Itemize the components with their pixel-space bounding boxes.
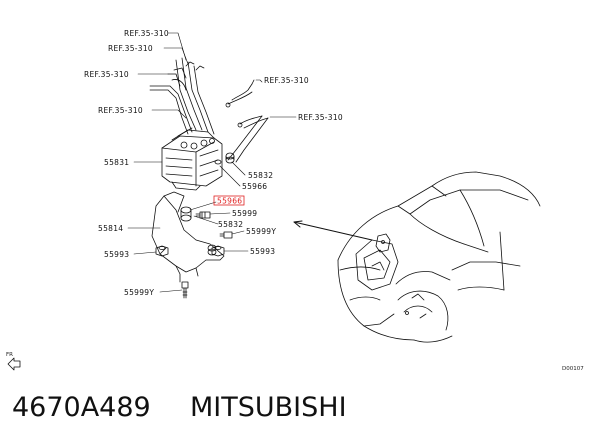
location-arrow: [293, 220, 373, 241]
leader-lines: [127, 32, 297, 293]
nut-55993-right: [211, 245, 225, 257]
grommet-upper: [214, 152, 235, 165]
callout-55966-upper: 55966: [242, 182, 267, 191]
callout-55832-upper: 55832: [248, 171, 273, 180]
highlight-box: [213, 195, 245, 206]
hydraulic-unit: [161, 127, 223, 191]
front-arrow-icon: [7, 357, 21, 371]
brake-tube-bundle: [149, 57, 215, 135]
callout-ref-6: REF.35-310: [298, 113, 343, 122]
callout-ref-3: REF.35-310: [84, 70, 129, 79]
callout-55831: 55831: [104, 158, 129, 167]
callout-55999: 55999: [232, 209, 257, 218]
diagram-code: D00107: [562, 366, 584, 372]
brand-name: MITSUBISHI: [190, 392, 347, 423]
callout-ref-1: REF.35-310: [124, 29, 169, 38]
nut-55993-left: [155, 245, 169, 257]
callout-ref-2: REF.35-310: [108, 44, 153, 53]
callout-55993-left: 55993: [104, 250, 129, 259]
callout-55999Y-right: 55999Y: [246, 227, 276, 236]
callout-ref-4: REF.35-310: [98, 106, 143, 115]
callout-55993-right: 55993: [250, 247, 275, 256]
front-marker-label: FR: [6, 352, 13, 358]
caption: 4670A489 MITSUBISHI: [0, 386, 600, 436]
callout-55966-highlighted: 55966: [217, 197, 242, 206]
parts-diagram: REF.35-310 REF.35-310 REF.35-310 REF.35-…: [6, 29, 584, 372]
callout-55814: 55814: [98, 224, 123, 233]
callout-ref-5: REF.35-310: [264, 76, 309, 85]
bolt-55999Y-bottom: [181, 281, 189, 299]
brake-tube-right: [225, 79, 269, 163]
bolt-55999Y-right: [219, 231, 233, 239]
mounting-bracket: [151, 191, 225, 283]
callout-55999Y-bottom: 55999Y: [124, 288, 154, 297]
callout-55832-lower: 55832: [218, 220, 243, 229]
bolt-55999: [195, 211, 211, 219]
car-illustration: [337, 171, 541, 343]
part-number: 4670A489: [12, 392, 151, 423]
